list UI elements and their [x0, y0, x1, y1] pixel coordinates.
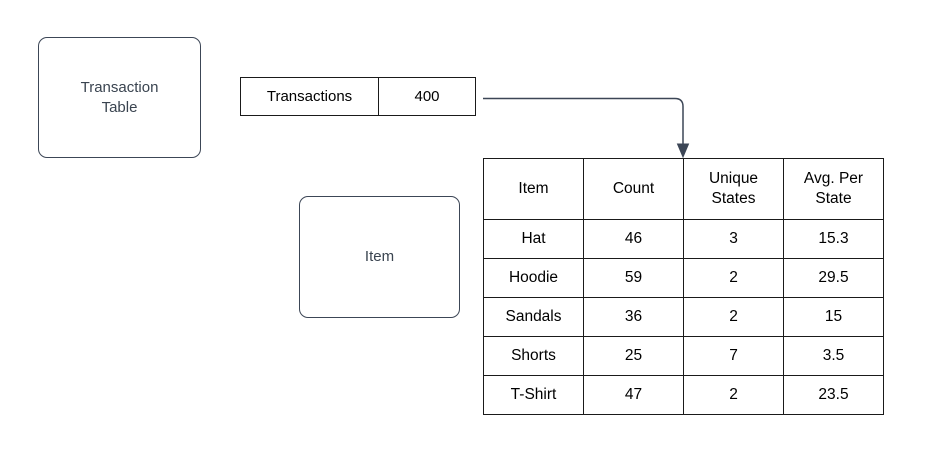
- transactions-count-table: Transactions 400: [240, 77, 476, 116]
- transaction-table-shape: Transaction Table: [38, 37, 201, 158]
- transactions-key-cell: Transactions: [240, 77, 379, 116]
- header-count: Count: [583, 158, 684, 220]
- table-row: Hat 46 3 15.3: [483, 219, 884, 259]
- header-avg-per-state: Avg. Per State: [783, 158, 884, 220]
- cell-item: Hat: [483, 219, 584, 259]
- header-item: Item: [483, 158, 584, 220]
- cell-item: Shorts: [483, 336, 584, 376]
- table-row: T-Shirt 47 2 23.5: [483, 375, 884, 415]
- cell-avg-per-state: 23.5: [783, 375, 884, 415]
- cell-count: 25: [583, 336, 684, 376]
- item-shape: Item: [299, 196, 460, 318]
- cell-unique-states: 3: [683, 219, 784, 259]
- table-row: Transactions 400: [240, 77, 476, 116]
- cell-unique-states: 7: [683, 336, 784, 376]
- table-header-row: Item Count Unique States Avg. Per State: [483, 158, 884, 220]
- header-unique-states: Unique States: [683, 158, 784, 220]
- cell-avg-per-state: 29.5: [783, 258, 884, 298]
- cell-item: T-Shirt: [483, 375, 584, 415]
- cell-avg-per-state: 3.5: [783, 336, 884, 376]
- cell-unique-states: 2: [683, 375, 784, 415]
- cell-count: 46: [583, 219, 684, 259]
- cell-count: 59: [583, 258, 684, 298]
- cell-avg-per-state: 15: [783, 297, 884, 337]
- connector-arrow: [483, 97, 690, 159]
- table-row: Shorts 25 7 3.5: [483, 336, 884, 376]
- cell-item: Hoodie: [483, 258, 584, 298]
- table-row: Sandals 36 2 15: [483, 297, 884, 337]
- cell-item: Sandals: [483, 297, 584, 337]
- transactions-value-cell: 400: [378, 77, 476, 116]
- cell-unique-states: 2: [683, 297, 784, 337]
- cell-unique-states: 2: [683, 258, 784, 298]
- item-stats-table: Item Count Unique States Avg. Per State …: [483, 158, 884, 415]
- item-shape-label: Item: [364, 248, 395, 265]
- cell-count: 36: [583, 297, 684, 337]
- cell-count: 47: [583, 375, 684, 415]
- transaction-table-shape-label: Transaction Table: [80, 78, 159, 116]
- cell-avg-per-state: 15.3: [783, 219, 884, 259]
- table-row: Hoodie 59 2 29.5: [483, 258, 884, 298]
